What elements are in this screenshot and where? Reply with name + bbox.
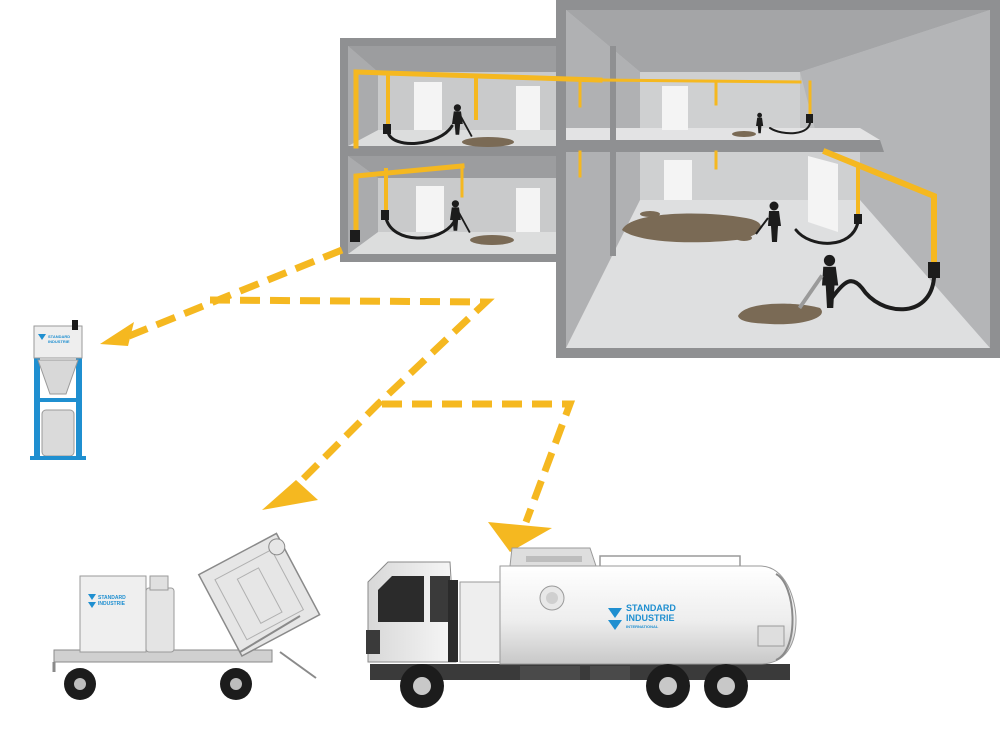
vacuum-pipe-network bbox=[353, 69, 937, 267]
separator-brand-line2: INDUSTRIE bbox=[48, 339, 70, 344]
separator-brand-line1: STANDARD bbox=[48, 334, 70, 339]
arrowhead-truck bbox=[488, 522, 552, 552]
trailer-brand-line1: STANDARD bbox=[98, 595, 126, 601]
operator-icon bbox=[450, 104, 839, 310]
truck-wheels bbox=[400, 664, 748, 708]
trailer-brand-line2: INDUSTRIE bbox=[98, 601, 126, 607]
inlet-valves bbox=[350, 114, 940, 278]
arrowhead-trailer bbox=[262, 480, 318, 510]
separator-unit: STANDARD INDUSTRIE bbox=[30, 320, 86, 460]
flow-arrows bbox=[100, 246, 576, 552]
mobile-vacuum-trailer: STANDARD INDUSTRIE bbox=[52, 532, 321, 700]
vacuum-hoses bbox=[384, 119, 936, 312]
truck-brand-line2: INDUSTRIE bbox=[626, 613, 675, 623]
truck-brand-line1: STANDARD bbox=[626, 603, 676, 613]
arrowhead-separator bbox=[100, 322, 134, 346]
cutaway-building bbox=[340, 0, 1000, 358]
truck-brand-line3: INTERNATIONAL bbox=[626, 624, 659, 629]
vacuum-tanker-truck: STANDARD INDUSTRIE INTERNATIONAL bbox=[366, 547, 797, 708]
